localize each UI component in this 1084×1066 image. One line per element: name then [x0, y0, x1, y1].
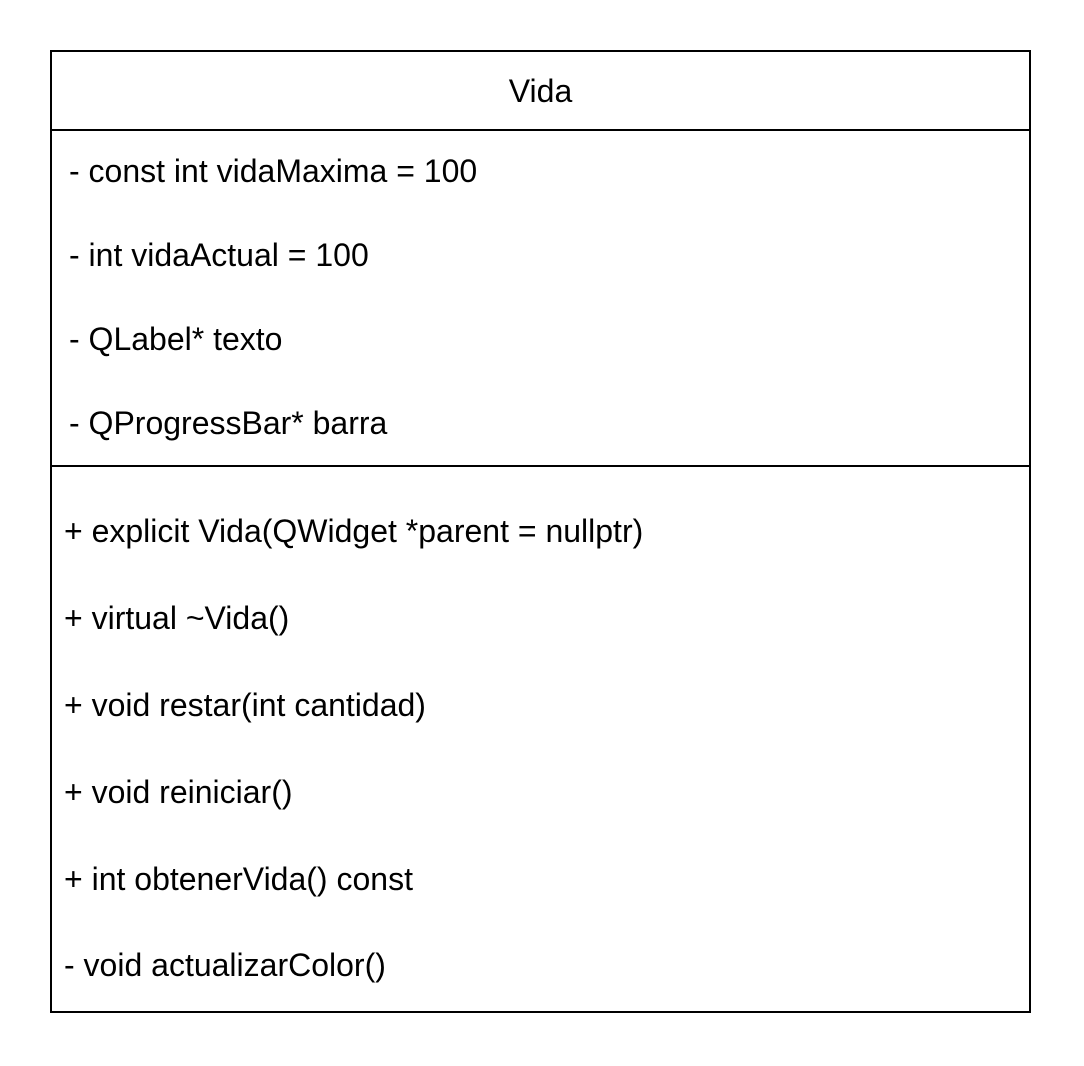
operation-constructor: + explicit Vida(QWidget *parent = nullpt… — [64, 513, 644, 549]
operation-destructor: + virtual ~Vida() — [64, 600, 290, 636]
operation-obtener-vida: + int obtenerVida() const — [64, 861, 413, 897]
uml-class-box: Vida - const int vidaMaxima = 100 - int … — [50, 50, 1031, 1013]
attribute-barra: - QProgressBar* barra — [69, 405, 388, 441]
attribute-vida-actual: - int vidaActual = 100 — [69, 237, 369, 273]
attributes-divider — [52, 465, 1029, 467]
header-divider — [52, 129, 1029, 131]
operation-actualizar-color: - void actualizarColor() — [64, 947, 386, 983]
attribute-vida-maxima: - const int vidaMaxima = 100 — [69, 153, 478, 189]
class-name: Vida — [508, 72, 573, 109]
attribute-texto: - QLabel* texto — [69, 321, 283, 357]
operation-reiniciar: + void reiniciar() — [64, 774, 293, 810]
operation-restar: + void restar(int cantidad) — [64, 687, 426, 723]
